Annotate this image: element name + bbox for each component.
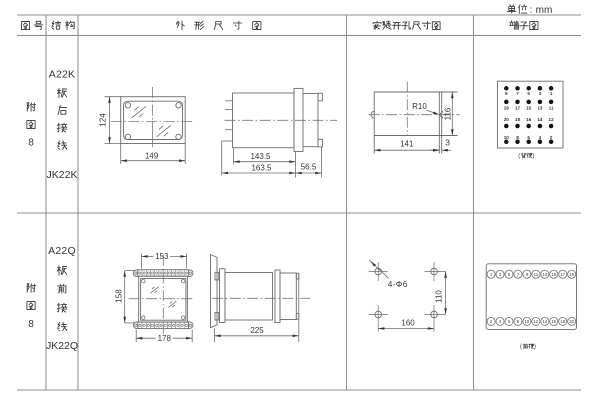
svg-text:13: 13 [542,272,547,277]
svg-text:(: ( [520,344,522,350]
svg-text:16: 16 [526,117,532,122]
svg-text:8: 8 [517,319,520,324]
svg-text:5: 5 [527,91,530,96]
svg-text:3: 3 [445,138,450,148]
svg-text:8: 8 [516,135,519,140]
svg-text:18: 18 [560,319,565,324]
svg-text:158: 158 [114,289,123,303]
svg-text:11: 11 [549,105,554,110]
svg-text:4: 4 [539,135,542,140]
svg-text:12: 12 [533,319,538,324]
svg-text:A22Q: A22Q [48,245,76,257]
svg-text:17: 17 [560,272,565,277]
svg-text:19: 19 [569,272,574,277]
svg-text:116: 116 [443,107,452,120]
svg-text:(: ( [518,153,520,159]
svg-text:4-Φ6: 4-Φ6 [388,280,408,289]
svg-text:4: 4 [499,319,502,324]
svg-text:1: 1 [490,272,493,277]
svg-text:178: 178 [158,334,172,343]
svg-text:13: 13 [537,105,543,110]
svg-text:7: 7 [516,91,519,96]
svg-text:56.5: 56.5 [301,163,317,172]
svg-text:JK22Q: JK22Q [46,340,78,352]
svg-text:R10: R10 [412,102,427,111]
svg-text:8: 8 [28,319,34,330]
svg-text:5: 5 [508,272,511,277]
svg-text:): ) [532,153,534,159]
svg-text:17: 17 [515,105,521,110]
svg-text:225: 225 [250,326,264,335]
svg-text:15: 15 [551,272,556,277]
svg-text:2: 2 [490,319,493,324]
svg-text:10: 10 [504,135,510,140]
svg-text:143.5: 143.5 [250,152,271,161]
svg-text:12: 12 [549,117,555,122]
svg-text:14: 14 [537,117,543,122]
svg-text:149: 149 [145,151,159,160]
svg-text:3: 3 [499,272,502,277]
svg-text:163.5: 163.5 [251,163,272,172]
svg-text:6: 6 [508,319,511,324]
svg-text:160: 160 [401,319,415,328]
svg-text:18: 18 [515,117,521,122]
svg-text:15: 15 [526,105,532,110]
svg-text:3: 3 [539,91,542,96]
svg-text:124: 124 [98,113,107,127]
svg-text:20: 20 [504,117,510,122]
svg-text:19: 19 [504,105,510,110]
svg-text:9: 9 [526,272,529,277]
svg-text:): ) [534,344,536,350]
svg-text:6: 6 [527,135,530,140]
svg-text:20: 20 [569,319,574,324]
svg-text:141: 141 [400,140,414,149]
svg-text:11: 11 [534,272,539,277]
svg-text:14: 14 [542,319,547,324]
svg-text:16: 16 [551,319,556,324]
svg-text:10: 10 [525,319,530,324]
svg-text::: : [530,4,533,15]
svg-text:mm: mm [536,5,553,16]
svg-text:A22K: A22K [49,69,76,81]
svg-text:9: 9 [505,91,508,96]
svg-text:7: 7 [517,272,520,277]
svg-text:JK22K: JK22K [47,169,78,181]
svg-text:110: 110 [434,290,443,303]
svg-text:1: 1 [550,91,553,96]
svg-text:153: 153 [155,252,169,261]
svg-text:2: 2 [550,135,553,140]
svg-text:8: 8 [28,138,34,149]
